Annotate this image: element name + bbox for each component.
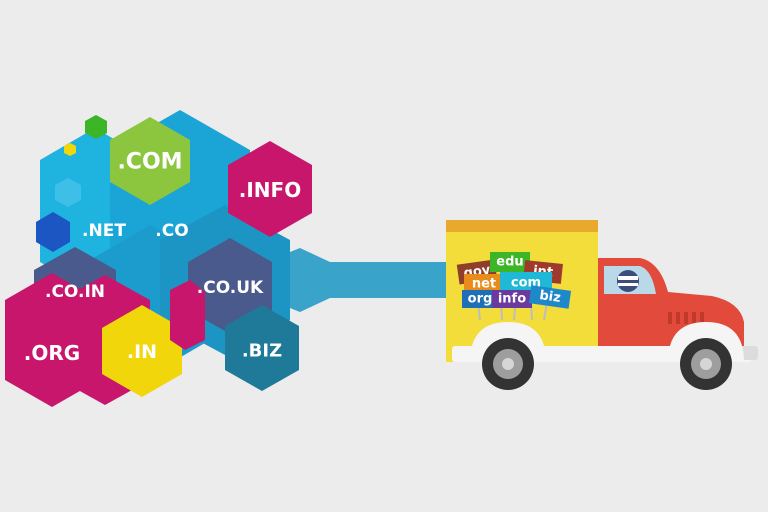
com-label: .COM: [117, 150, 182, 175]
svg-text:edu: edu: [496, 255, 523, 270]
svg-text:info: info: [498, 292, 526, 307]
delivery-truck: gov edu int net com org: [446, 220, 758, 390]
co-uk-hexagon: [188, 238, 272, 334]
in-label: .IN: [127, 341, 157, 363]
truck-grill: [668, 312, 704, 324]
magenta-accent-hexagon: [170, 280, 205, 350]
svg-text:org: org: [468, 292, 493, 307]
truck-cargo-roof: [446, 220, 598, 232]
svg-text:biz: biz: [538, 288, 561, 306]
front-wheel: [680, 338, 732, 390]
cargo-domain-signs: gov edu int net com org: [456, 252, 572, 321]
rear-wheel: [482, 338, 534, 390]
biz-label: .BIZ: [242, 341, 282, 362]
info-hexagon: [228, 141, 312, 237]
sign-org: org: [462, 290, 498, 308]
co-uk-label: .CO.UK: [197, 278, 264, 298]
sign-info: info: [492, 290, 532, 308]
sign-net: net: [464, 274, 504, 294]
org-label: .ORG: [24, 341, 80, 365]
com-hexagon: [110, 117, 190, 205]
in-hexagon: [102, 305, 182, 397]
biz-hexagon: [225, 305, 299, 391]
net-label: .NET: [82, 221, 126, 241]
domain-hexagon-cluster: .COM .INFO .NET .CO .CO.IN .CO.UK .ORG .…: [5, 110, 312, 407]
co-label: .CO: [155, 221, 188, 241]
driver-icon: [617, 270, 639, 292]
sign-edu: edu: [490, 252, 530, 272]
blue-hexagon-small-faint: [55, 178, 81, 207]
svg-text:net: net: [472, 277, 496, 292]
transfer-arrow: [270, 248, 450, 312]
sign-biz: biz: [528, 285, 572, 309]
info-label: .INFO: [239, 178, 301, 202]
small-blue-hexagon: [36, 212, 70, 252]
small-green-hexagon: [85, 115, 107, 139]
co-in-label: .CO.IN: [45, 282, 105, 302]
small-yellow-hexagon: [64, 143, 76, 156]
